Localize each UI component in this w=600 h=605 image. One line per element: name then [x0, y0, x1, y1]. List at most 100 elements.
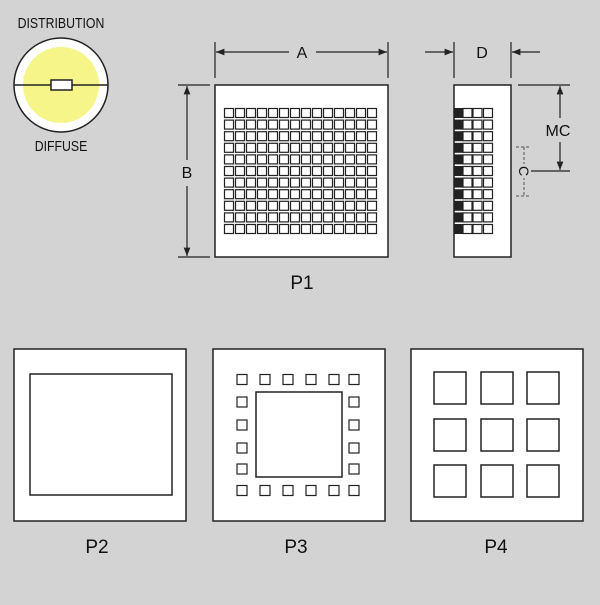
p1-louver-cell — [245, 154, 257, 165]
p1-louver-cell — [289, 223, 301, 235]
p3-louver-cell — [282, 373, 294, 386]
dimension-c-label: C — [516, 166, 532, 176]
dimension-b: B — [178, 84, 210, 258]
p1-louver-cell — [311, 119, 323, 130]
p1-louver-cell — [322, 119, 334, 130]
p1-louver-cell — [344, 200, 356, 211]
p3-louver-cell — [236, 419, 248, 431]
side-louver-cell — [462, 189, 473, 200]
p1-louver-cell — [234, 189, 246, 200]
p1-louver-cell — [234, 212, 246, 223]
p1-louver-cell — [289, 200, 301, 211]
p1-louver-cell — [278, 154, 290, 165]
p1-louver-cell — [366, 165, 378, 177]
p1-louver-cell — [300, 154, 312, 165]
p1-louver-cell — [223, 142, 235, 153]
dimension-a-label: A — [297, 45, 308, 62]
p1-louver-cell — [234, 119, 246, 130]
p1-louver-cell — [278, 200, 290, 211]
p1-louver-cell — [300, 107, 312, 119]
p1-louver-cell — [289, 119, 301, 130]
side-louver-cell — [482, 107, 494, 119]
p1-louver-cell — [300, 165, 312, 177]
p1-louver-cell — [256, 165, 268, 177]
p3-louver-cell — [236, 442, 248, 454]
p1-louver-cell — [278, 142, 290, 153]
p1-louver-cell — [333, 189, 345, 200]
side-louver-cell — [462, 142, 473, 153]
p1-louver-cell — [267, 223, 279, 235]
p1-louver-cell — [256, 142, 268, 153]
side-louver-cell — [482, 200, 494, 211]
p1-louver-cell — [234, 142, 246, 153]
p1-louver-cell — [344, 142, 356, 153]
p1-louver-cell — [355, 131, 367, 142]
p1-louver-cell — [223, 200, 235, 211]
p1-louver-cell — [289, 212, 301, 223]
side-louver-cell — [472, 154, 483, 165]
dimension-b-label: B — [182, 165, 193, 182]
side-louver-cell — [482, 189, 494, 200]
p4-louver-cell — [526, 371, 560, 405]
lamp-icon — [50, 79, 73, 91]
p1-louver-cell — [322, 223, 334, 235]
p1-louver-cell — [278, 165, 290, 177]
p4-louver-cell — [526, 464, 560, 498]
p3-louver-cell — [259, 373, 271, 386]
p4-louver-cell — [480, 464, 514, 498]
p1-louver-cell — [366, 200, 378, 211]
side-louver-cell — [472, 212, 483, 223]
side-louver-cell — [472, 165, 483, 177]
dimension-d-label: D — [476, 45, 488, 62]
distribution-heading: DISTRIBUTION — [18, 15, 105, 31]
p1-louver-cell — [355, 107, 367, 119]
side-louver-cell — [454, 142, 464, 153]
distribution-badge: DISTRIBUTION DIFFUSE — [13, 15, 109, 154]
p1-louver-cell — [223, 223, 235, 235]
p3-louver-cell — [236, 396, 248, 408]
p1-louver-cell — [322, 200, 334, 211]
p3-center-opening — [255, 391, 343, 478]
side-louver-cell — [462, 177, 473, 188]
p1-louver-cell — [245, 165, 257, 177]
p3-pattern: P3 — [212, 348, 386, 558]
p1-louver-cell — [344, 165, 356, 177]
dimension-mc-label: MC — [546, 123, 571, 140]
p1-louver-cell — [322, 154, 334, 165]
p1-louver-cell — [278, 131, 290, 142]
p1-louver-cell — [234, 165, 246, 177]
p1-louver-cell — [311, 223, 323, 235]
p1-louver-cell — [223, 131, 235, 142]
p1-louver-cell — [245, 142, 257, 153]
p1-louver-cell — [322, 107, 334, 119]
p1-louver-cell — [267, 177, 279, 188]
p1-louver-cell — [256, 154, 268, 165]
p4-louver-cell — [480, 371, 514, 405]
side-louver-cell — [472, 142, 483, 153]
pattern-label-p3: P3 — [284, 537, 307, 558]
p1-louver-cell — [267, 142, 279, 153]
p1-louver-cell — [355, 177, 367, 188]
p1-louver-cell — [223, 119, 235, 130]
p1-louver-cell — [278, 107, 290, 119]
p1-louver-cell — [355, 154, 367, 165]
side-louver-cell — [462, 200, 473, 211]
p1-louver-cell — [333, 165, 345, 177]
p1-louver-cell — [256, 131, 268, 142]
p1-louver-cell — [344, 154, 356, 165]
p1-louver-cell — [245, 119, 257, 130]
side-louver-grid — [454, 107, 494, 235]
p1-louver-cell — [333, 154, 345, 165]
p1-louver-cell — [300, 200, 312, 211]
side-louver-cell — [462, 212, 473, 223]
p3-louver-cell — [348, 463, 360, 475]
side-louver-cell — [462, 131, 473, 142]
side-louver-cell — [482, 223, 494, 235]
p1-louver-cell — [223, 107, 235, 119]
p1-louver-cell — [322, 142, 334, 153]
p1-louver-cell — [300, 223, 312, 235]
p1-louver-cell — [245, 107, 257, 119]
p1-louver-cell — [322, 131, 334, 142]
